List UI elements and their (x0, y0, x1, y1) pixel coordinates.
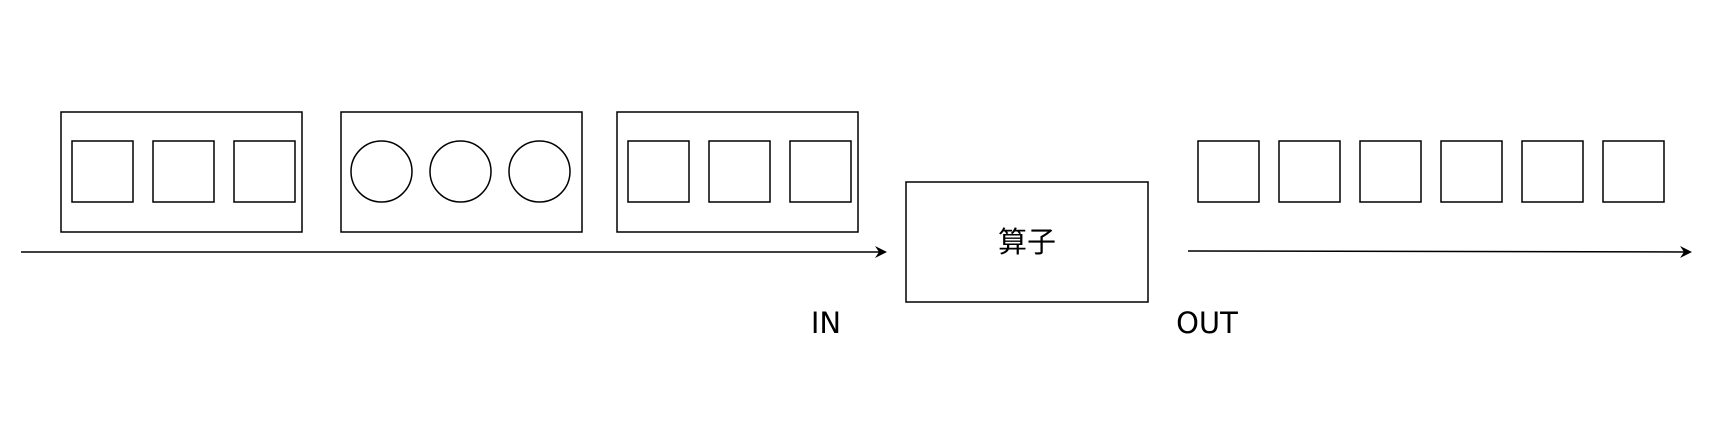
output-arrow (1187, 245, 1692, 258)
input-batch-3 (616, 111, 859, 233)
output-square-item (1359, 140, 1422, 203)
output-square-item (1602, 140, 1665, 203)
operator-label: 算子 (998, 225, 1056, 259)
input-batch-1 (60, 111, 303, 233)
out-label: OUT (1176, 306, 1238, 340)
output-square-item (1521, 140, 1584, 203)
output-square-item (1440, 140, 1503, 203)
circle-item (508, 140, 571, 203)
square-item (152, 140, 215, 203)
square-item (627, 140, 690, 203)
output-items (1197, 140, 1665, 203)
circle-item (350, 140, 413, 203)
output-square-item (1197, 140, 1260, 203)
input-batch-2 (340, 111, 583, 233)
in-label: IN (811, 306, 841, 340)
square-item (789, 140, 852, 203)
output-square-item (1278, 140, 1341, 203)
circle-item (429, 140, 492, 203)
square-item (708, 140, 771, 203)
square-item (233, 140, 296, 203)
operator-box: 算子 (905, 181, 1149, 303)
square-item (71, 140, 134, 203)
